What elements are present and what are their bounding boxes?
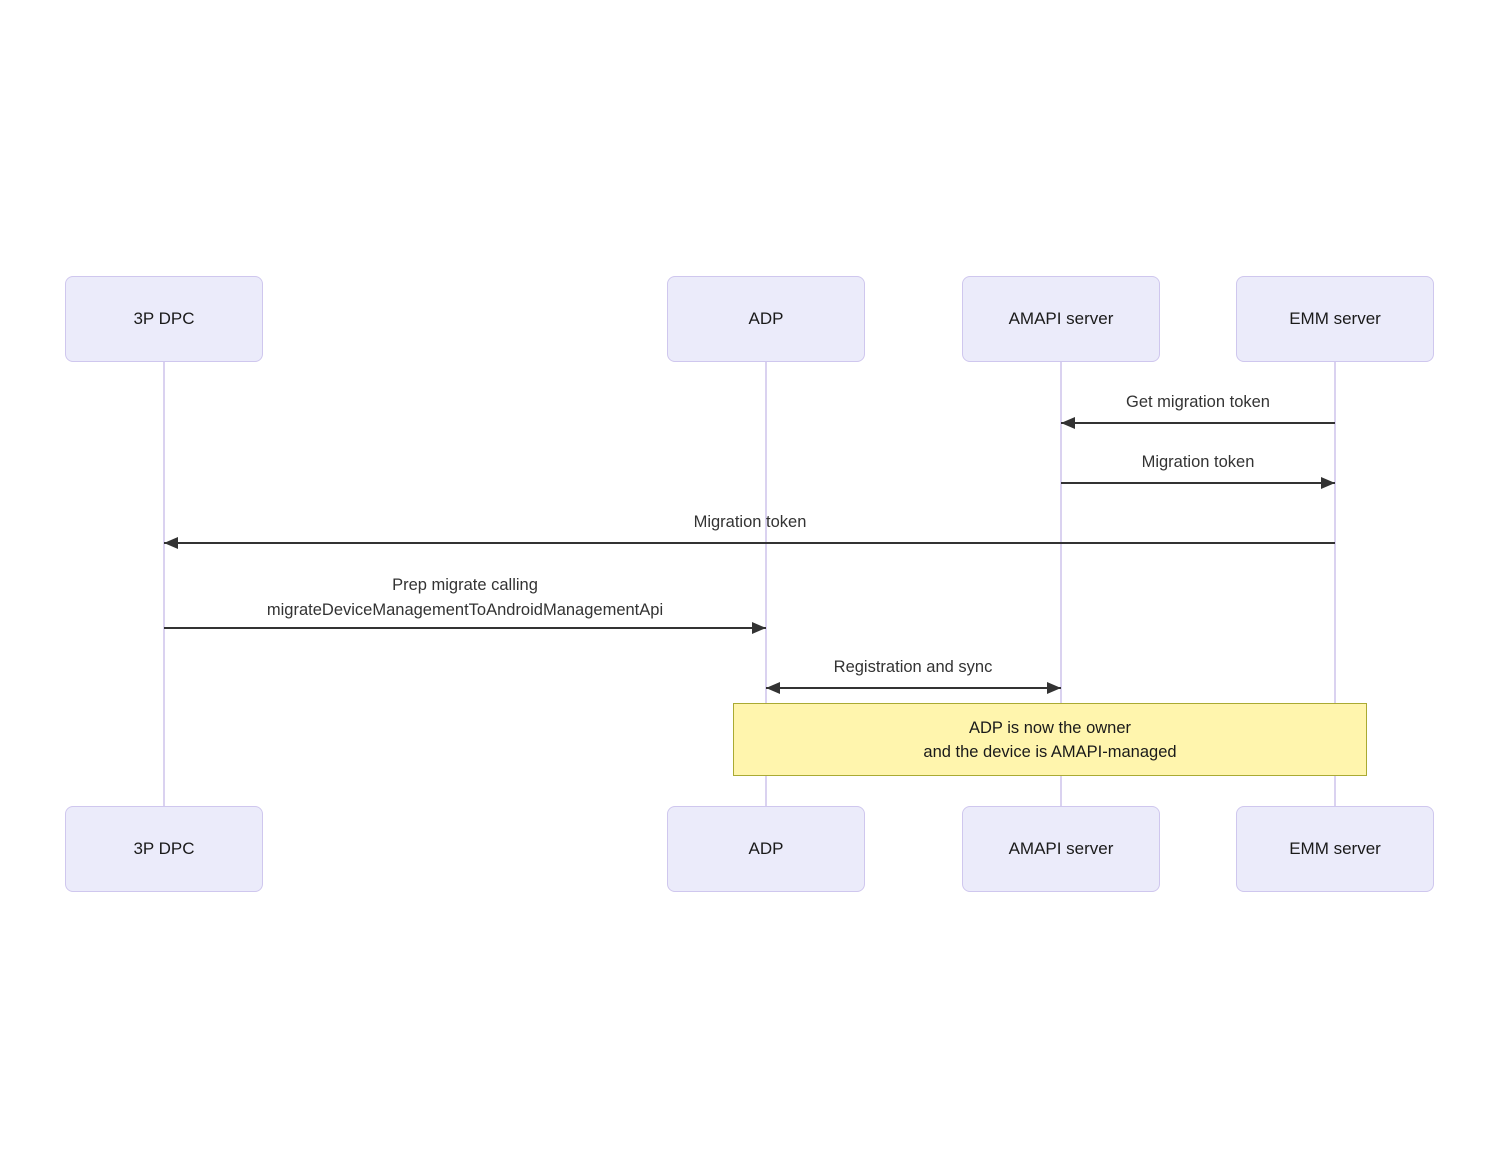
note-line2: and the device is AMAPI-managed xyxy=(923,742,1177,761)
actor-label: 3P DPC xyxy=(133,839,195,858)
lifeline-emm-server xyxy=(1334,362,1336,806)
actor-box-adp-top: ADP xyxy=(667,276,865,362)
message-label-line2: migrateDeviceManagementToAndroidManageme… xyxy=(266,601,664,619)
actor-box-adp-bottom: ADP xyxy=(667,806,865,892)
lifeline-amapi-server xyxy=(1060,362,1062,806)
actor-label: ADP xyxy=(748,309,784,328)
lifeline-3p-dpc xyxy=(163,362,165,806)
actor-box-amapi-server-bottom: AMAPI server xyxy=(962,806,1160,892)
arrowhead-right-icon xyxy=(1321,477,1335,489)
message-arrow-migration-token-2 xyxy=(164,537,1335,549)
actor-label: AMAPI server xyxy=(1008,309,1114,328)
message-arrow-prep-migrate xyxy=(164,622,766,634)
note-line1: ADP is now the owner xyxy=(968,718,1132,737)
arrowhead-right-icon xyxy=(1047,682,1061,694)
message-label-registration-sync: Registration and sync xyxy=(833,658,993,676)
message-arrow-registration-sync xyxy=(766,682,1061,694)
lifeline-adp xyxy=(765,362,767,806)
actor-label: 3P DPC xyxy=(133,309,195,328)
actor-label: AMAPI server xyxy=(1008,839,1114,858)
message-label-migration-token-2: Migration token xyxy=(693,513,807,531)
arrowhead-left-icon xyxy=(766,682,780,694)
arrowhead-left-icon xyxy=(164,537,178,549)
arrowhead-right-icon xyxy=(752,622,766,634)
note-adp-owner: ADP is now the owner and the device is A… xyxy=(733,703,1367,776)
actor-box-emm-server-bottom: EMM server xyxy=(1236,806,1434,892)
actor-box-3p-dpc-bottom: 3P DPC xyxy=(65,806,263,892)
actor-label: ADP xyxy=(748,839,784,858)
message-label-prep-migrate: Prep migrate calling migrateDeviceManage… xyxy=(267,573,663,623)
message-label-line1: Prep migrate calling xyxy=(392,576,538,594)
actor-box-3p-dpc-top: 3P DPC xyxy=(65,276,263,362)
message-label-get-migration-token: Get migration token xyxy=(1126,393,1270,411)
actor-label: EMM server xyxy=(1289,839,1381,858)
arrowhead-left-icon xyxy=(1061,417,1075,429)
message-label-migration-token-1: Migration token xyxy=(1141,453,1255,471)
actor-box-amapi-server-top: AMAPI server xyxy=(962,276,1160,362)
actor-box-emm-server-top: EMM server xyxy=(1236,276,1434,362)
actor-label: EMM server xyxy=(1289,309,1381,328)
message-arrow-migration-token-1 xyxy=(1061,477,1335,489)
message-arrow-get-migration-token xyxy=(1061,417,1335,429)
